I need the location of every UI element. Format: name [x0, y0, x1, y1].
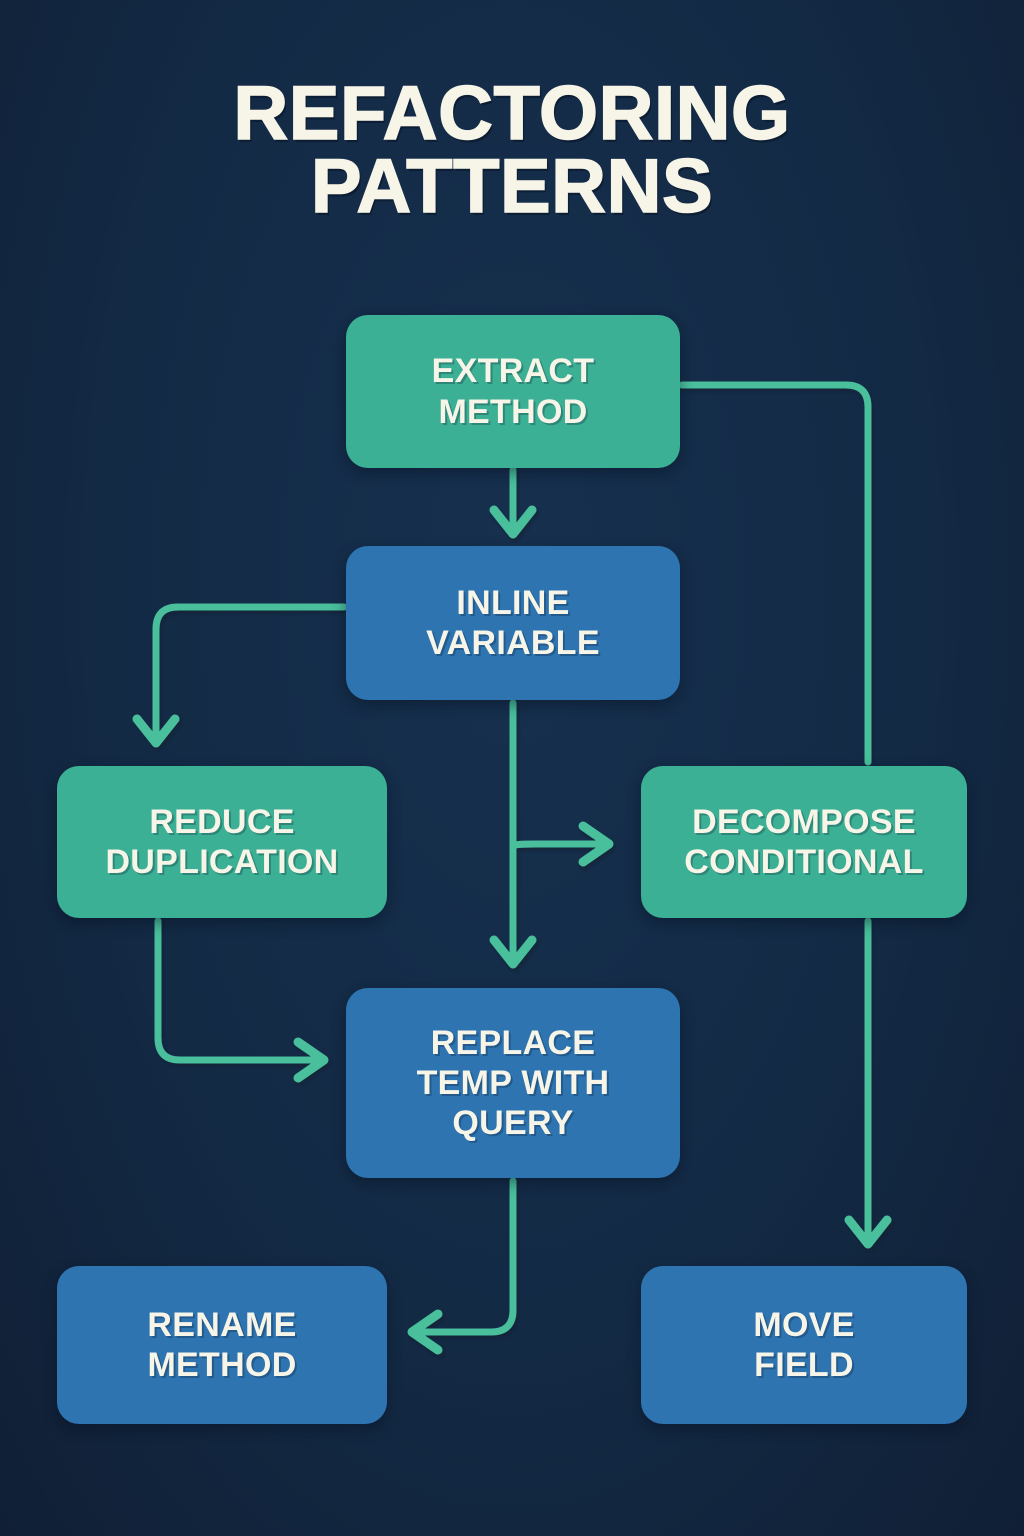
edge-decompose-to-move-field [844, 917, 892, 1249]
node-reduce-duplication[interactable]: REDUCE DUPLICATION [57, 766, 387, 918]
title-line-1: REFACTORING [233, 71, 791, 156]
node-rename-method[interactable]: RENAME METHOD [57, 1266, 387, 1424]
page-title: REFACTORING PATTERNS [0, 71, 1024, 229]
node-label: INLINE VARIABLE [426, 583, 600, 662]
node-extract-method[interactable]: EXTRACT METHOD [346, 315, 680, 468]
edge-extract-to-decompose [678, 381, 872, 766]
node-move-field[interactable]: MOVE FIELD [641, 1266, 967, 1424]
node-label: REDUCE DUPLICATION [105, 802, 339, 881]
edge-reduce-to-replace-temp [154, 917, 329, 1083]
edge-extract-to-inline [489, 466, 537, 539]
node-replace-temp-with-query[interactable]: REPLACE TEMP WITH QUERY [346, 988, 680, 1178]
edge-inline-to-replace-temp [489, 699, 537, 969]
node-label: REPLACE TEMP WITH QUERY [416, 1023, 610, 1143]
edge-inline-to-reduce [132, 603, 348, 748]
node-inline-variable[interactable]: INLINE VARIABLE [346, 546, 680, 700]
title-line-2: PATTERNS [310, 143, 714, 229]
node-label: DECOMPOSE CONDITIONAL [684, 802, 924, 881]
edge-replace-temp-to-rename [407, 1177, 517, 1355]
edge-inline-to-decompose [509, 821, 614, 867]
node-label: MOVE FIELD [753, 1305, 855, 1384]
node-label: RENAME METHOD [147, 1305, 297, 1384]
node-label: EXTRACT METHOD [431, 352, 595, 431]
node-decompose-conditional[interactable]: DECOMPOSE CONDITIONAL [641, 766, 967, 918]
